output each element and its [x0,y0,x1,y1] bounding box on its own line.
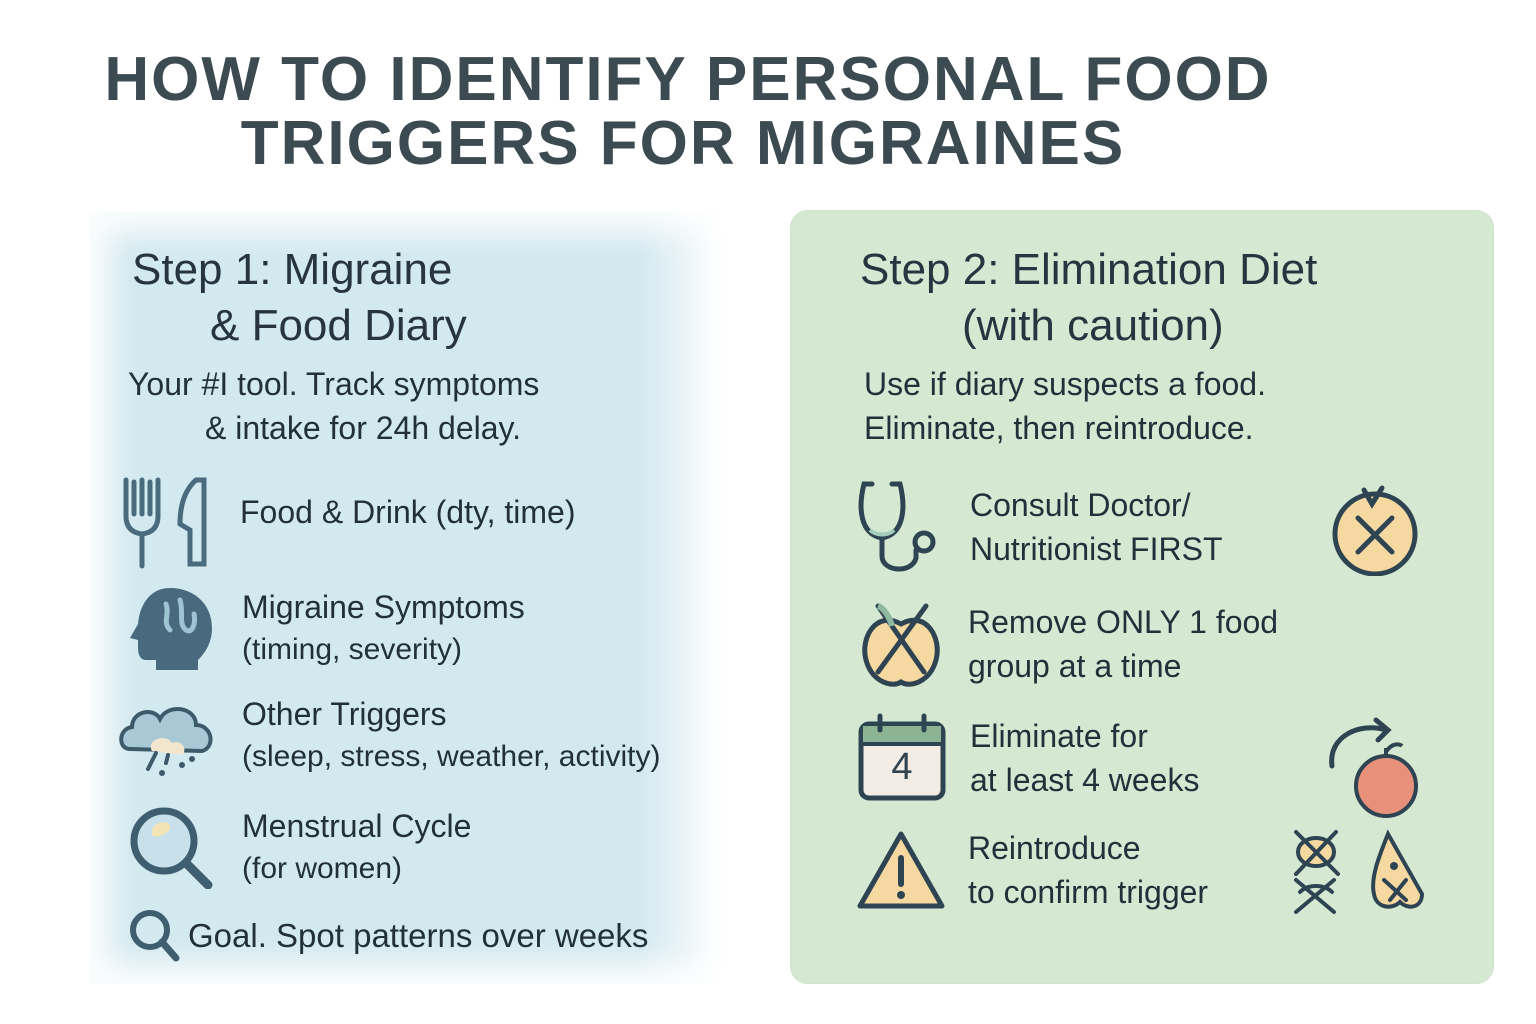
item-line1: Eliminate for [970,718,1148,754]
step1-item-menstrual-cycle: Menstrual Cycle (for women) [126,804,471,890]
item-line2: to confirm trigger [968,874,1209,910]
calendar-icon: 4 [856,712,948,804]
item-sub: (for women) [242,852,403,885]
item-sub: (timing, severity) [242,633,463,666]
crossed-apple-icon [856,598,946,690]
item-line2: group at a time [968,648,1182,684]
warning-icon [854,828,948,912]
goal-text: Goal. Spot patterns over weeks [188,917,649,954]
step1-subtitle-line2: & intake for 24h delay. [205,410,522,446]
step2-item-eliminate-weeks: 4 Eliminate for at least 4 weeks [856,712,1199,804]
step2-heading-line2: (with caution) [962,301,1224,350]
crossed-fruit-icon [1330,484,1420,576]
step1-item-other-triggers: Other Triggers (sleep, stress, weather, … [116,692,660,778]
fork-knife-icon [118,474,218,570]
page-title: HOW TO IDENTIFY PERSONAL FOOD TRIGGERS F… [0,48,1536,176]
step2-subtitle-line1: Use if diary suspects a food. [864,366,1266,402]
title-line-2: TRIGGERS FOR MIGRAINES [240,109,1126,178]
item-main: Other Triggers [242,696,447,732]
magnifier-icon [126,805,222,889]
title-line-1: HOW TO IDENTIFY PERSONAL FOOD [104,45,1272,114]
item-line1: Reintroduce [968,830,1141,866]
item-line2: Nutritionist FIRST [970,531,1223,567]
item-line2: at least 4 weeks [970,762,1200,798]
step1-subtitle-line1: Your #I tool. Track symptoms [128,366,540,402]
item-main: Food & Drink (dty, time) [240,494,576,530]
step2-item-consult: Consult Doctor/ Nutritionist FIRST [854,478,1222,576]
step2-item-remove-one: Remove ONLY 1 food group at a time [856,598,1278,690]
step1-item-migraine-symptoms: Migraine Symptoms (timing, severity) [122,584,525,672]
step2-item-reintroduce: Reintroduce to confirm trigger [854,826,1208,914]
calendar-number: 4 [891,746,913,788]
reintroduce-apple-icon [1320,716,1424,820]
step2-subtitle-line2: Eliminate, then reintroduce. [864,410,1254,446]
head-brain-icon [122,584,218,672]
stethoscope-icon [854,478,946,576]
step1-goal: Goal. Spot patterns over weeks [126,908,648,964]
item-line1: Remove ONLY 1 food [968,604,1279,640]
storm-cloud-icon [116,693,222,777]
step1-heading-line2: & Food Diary [210,301,467,350]
item-line1: Consult Doctor/ [970,487,1191,523]
item-main: Migraine Symptoms [242,589,525,625]
step1-item-food-drink: Food & Drink (dty, time) [118,474,575,570]
crossed-foods-icon [1290,828,1426,914]
item-main: Menstrual Cycle [242,808,472,844]
step2-heading-line1: Step 2: Elimination Diet [860,245,1318,294]
search-icon [126,908,182,964]
item-sub: (sleep, stress, weather, activity) [242,740,661,773]
step1-heading-line1: Step 1: Migraine [132,245,453,294]
